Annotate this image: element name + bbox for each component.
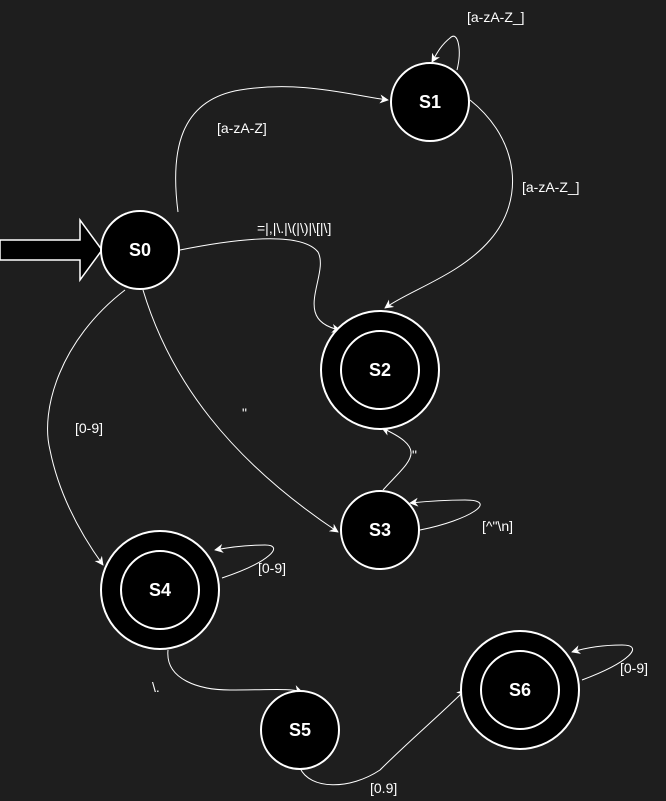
edge-label-s4-s5: \. <box>152 679 160 695</box>
edge-label-s3-s2: " <box>412 447 417 463</box>
edge-label-s0-s3: " <box>242 405 247 421</box>
edge-s5-s6 <box>299 689 466 786</box>
state-label: S6 <box>509 680 531 700</box>
edge-s0-s2 <box>179 238 341 333</box>
edge-label-s6-self: [0-9] <box>620 660 648 676</box>
state-s3: S3 <box>340 490 420 570</box>
edge-s4-s5 <box>167 649 303 694</box>
edge-s3-self <box>409 497 481 531</box>
state-label: S2 <box>369 360 391 380</box>
edge-label-s0-s4: [0-9] <box>75 420 103 436</box>
edge-s1-self <box>431 35 460 71</box>
edge-s0-s4 <box>47 289 126 566</box>
state-s6: S6 <box>460 630 580 750</box>
edge-label-s3-self: [^"\n] <box>482 518 513 534</box>
state-s0: S0 <box>100 210 180 290</box>
edge-s4-self <box>214 543 275 579</box>
state-label: S3 <box>369 520 391 540</box>
edge-label-s1-self: [a-zA-Z_] <box>467 9 525 25</box>
edge-s1-s2 <box>384 99 514 309</box>
state-s1: S1 <box>390 62 470 142</box>
edge-s3-s2 <box>381 427 412 491</box>
edge-s6-self <box>571 644 634 681</box>
state-s4: S4 <box>100 530 220 650</box>
edge-label-s1-s2: [a-zA-Z_] <box>522 179 580 195</box>
edge-label-s4-self: [0-9] <box>258 560 286 576</box>
edge-label-s5-s6: [0.9] <box>370 780 397 796</box>
state-label: S4 <box>149 580 171 600</box>
edge-s0-s1 <box>175 86 389 213</box>
state-label: S1 <box>419 92 441 112</box>
edge-label-s0-s1: [a-zA-Z] <box>217 120 267 136</box>
edge-label-s0-s2: =|,|\.|\(|\)|\[|\] <box>257 220 331 236</box>
state-label: S5 <box>289 720 311 740</box>
start-arrow <box>0 217 103 283</box>
edge-s0-s3 <box>142 289 339 533</box>
state-label: S0 <box>129 240 151 260</box>
state-s5: S5 <box>260 690 340 770</box>
state-s2: S2 <box>320 310 440 430</box>
